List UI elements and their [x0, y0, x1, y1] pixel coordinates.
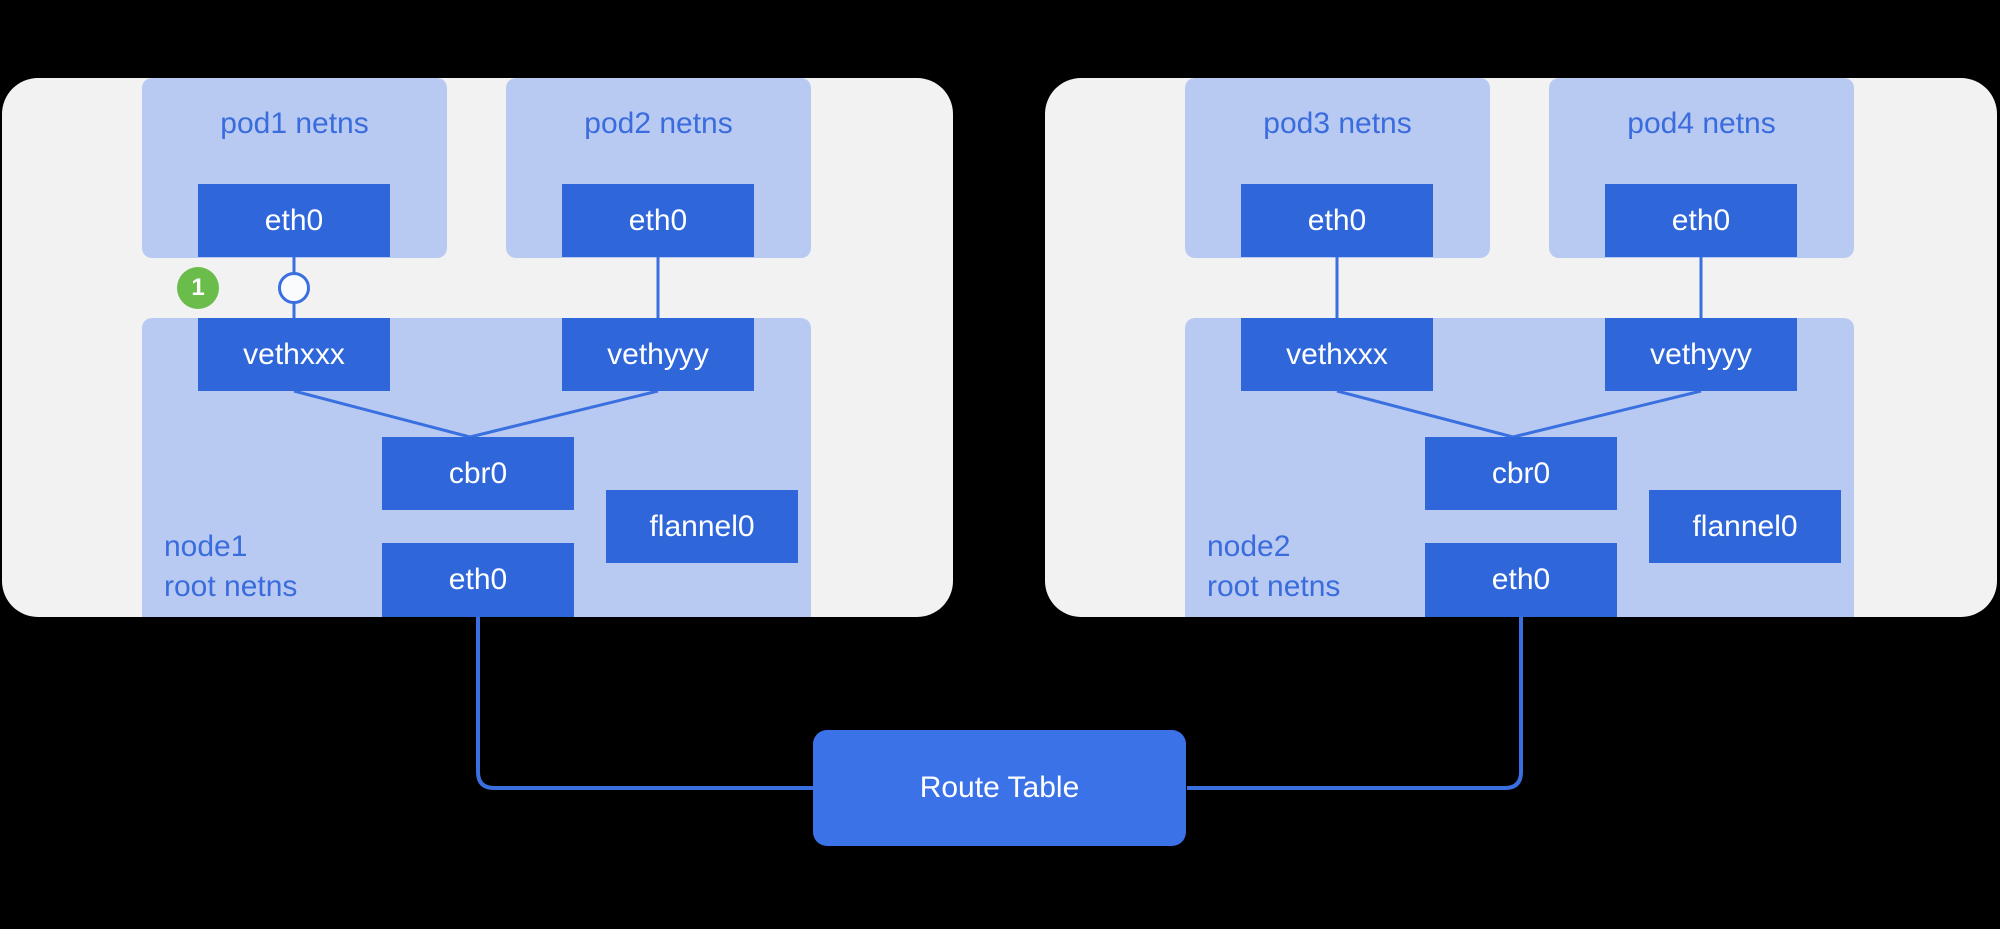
node2-root-netns-label: node2 root netns [1207, 527, 1340, 607]
node2-name: node2 [1207, 530, 1291, 563]
node1-vethxxx-to-cbr0-line [293, 389, 471, 439]
node2-flannel0-box: flannel0 [1649, 490, 1841, 563]
node1-vethyyy-to-cbr0-line [469, 389, 659, 439]
pod2-netns-box: pod2 netns eth0 [506, 78, 811, 258]
pod2-eth0-box: eth0 [562, 184, 754, 257]
pod3-eth0-box: eth0 [1241, 184, 1433, 257]
node1-flannel0-box: flannel0 [606, 490, 798, 563]
node2-role: root netns [1207, 570, 1341, 603]
node1-root-netns-label: node1 root netns [164, 527, 297, 607]
node2-vethxxx-to-cbr0-line [1336, 389, 1514, 439]
node1-vethxxx-box: vethxxx [198, 318, 390, 391]
node1-root-netns-box: vethxxx vethyyy cbr0 flannel0 eth0 node1… [142, 318, 811, 617]
node2-vethyyy-box: vethyyy [1605, 318, 1797, 391]
pod1-netns-box: pod1 netns eth0 [142, 78, 447, 258]
node1-vethyyy-box: vethyyy [562, 318, 754, 391]
pod1-eth0-box: eth0 [198, 184, 390, 257]
node2-root-netns-box: vethxxx vethyyy cbr0 flannel0 eth0 node2… [1185, 318, 1854, 617]
pod3-netns-box: pod3 netns eth0 [1185, 78, 1490, 258]
node2-panel: pod3 netns eth0 pod4 netns eth0 vethxxx … [1045, 78, 1997, 617]
route-table-label: Route Table [919, 771, 1080, 804]
node2-cbr0-box: cbr0 [1425, 437, 1617, 510]
node2-eth0-to-route-table-line [1187, 616, 1523, 790]
pod1-netns-label: pod1 netns [220, 107, 369, 140]
step-1-badge-icon: 1 [177, 267, 219, 309]
veth-pair-connection-dot-icon [278, 272, 310, 304]
node2-eth0-box: eth0 [1425, 543, 1617, 617]
pod2-netns-label: pod2 netns [584, 107, 733, 140]
node1-eth0-to-route-table-line [476, 616, 813, 790]
node1-cbr0-box: cbr0 [382, 437, 574, 510]
pod4-netns-box: pod4 netns eth0 [1549, 78, 1854, 258]
node2-vethyyy-to-cbr0-line [1512, 389, 1702, 439]
node1-eth0-box: eth0 [382, 543, 574, 617]
route-table-box: Route Table [813, 730, 1186, 846]
node1-name: node1 [164, 530, 248, 563]
node1-panel: pod1 netns eth0 pod2 netns eth0 vethxxx … [2, 78, 953, 617]
pod3-netns-label: pod3 netns [1263, 107, 1412, 140]
pod4-eth0-box: eth0 [1605, 184, 1797, 257]
node1-role: root netns [164, 570, 298, 603]
node2-vethxxx-box: vethxxx [1241, 318, 1433, 391]
pod4-netns-label: pod4 netns [1627, 107, 1776, 140]
